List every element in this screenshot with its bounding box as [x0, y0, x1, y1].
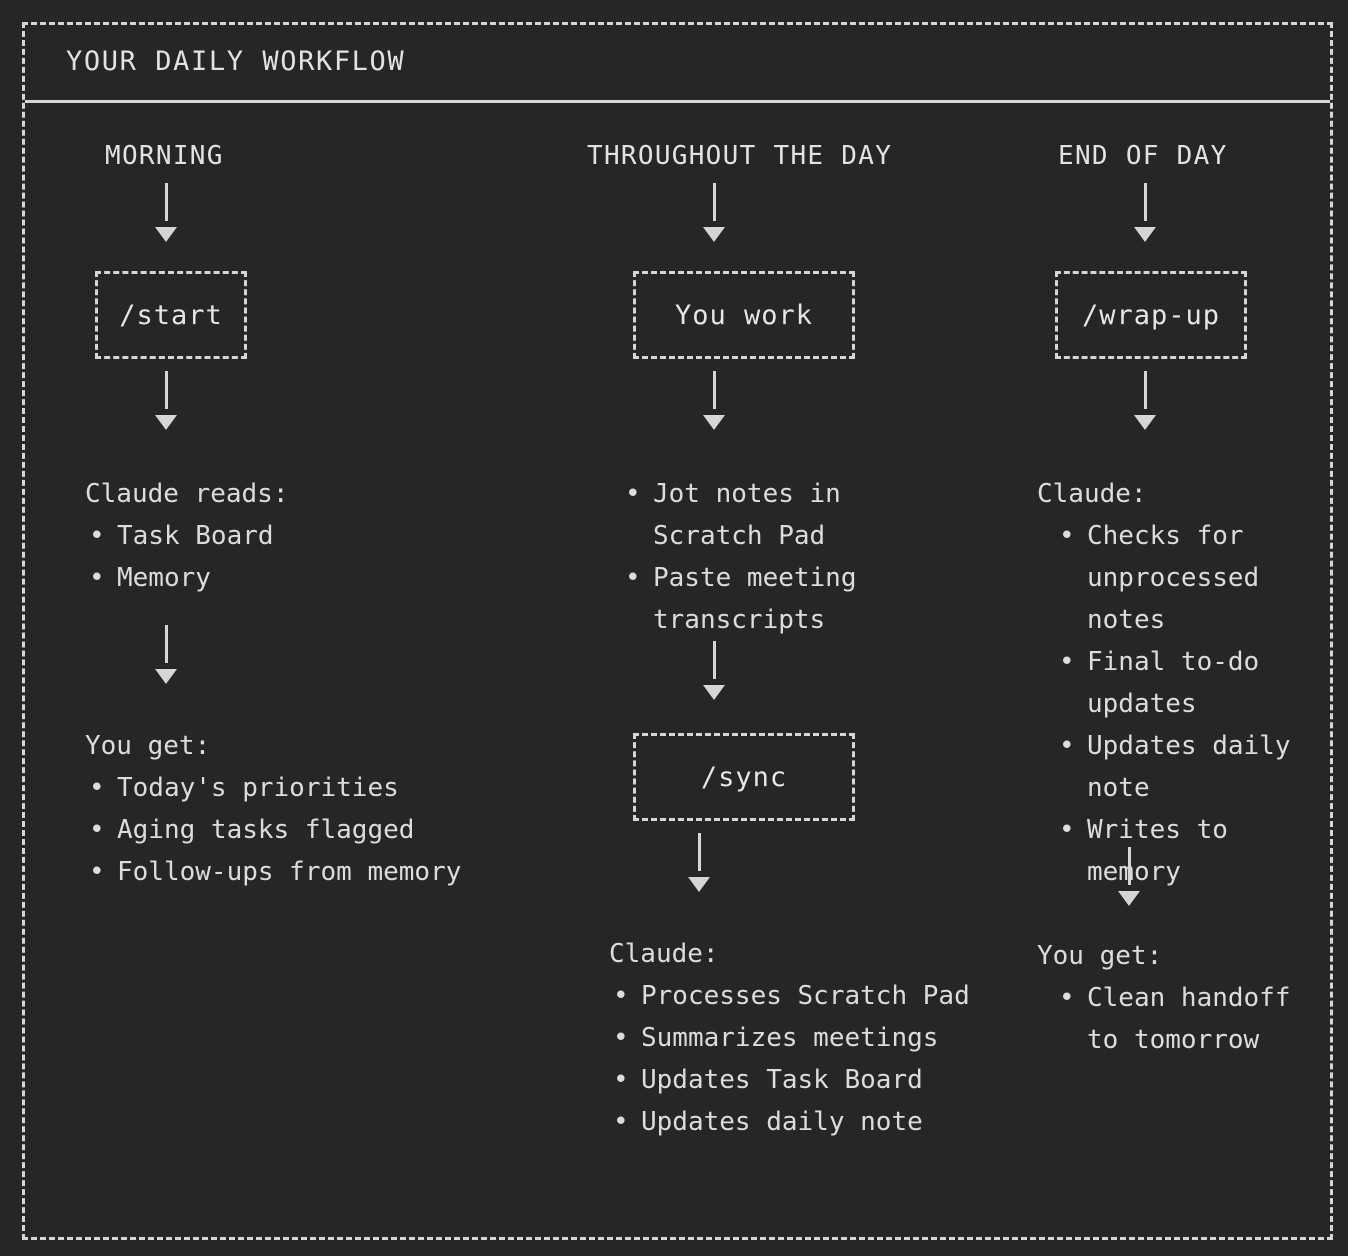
diagram-header: YOUR DAILY WORKFLOW: [25, 25, 1330, 103]
column-throughout-the-day: THROUGHOUT THE DAY You work Jot notes in…: [587, 103, 1007, 1243]
throughout-claude-block: Claude: Processes Scratch Pad Summarizes…: [609, 933, 1029, 1143]
connector-throughout-1: [700, 183, 728, 242]
vertical-connector-icon: [164, 625, 168, 663]
vertical-connector-icon: [1127, 847, 1131, 885]
connector-throughout-2: [700, 371, 728, 430]
down-triangle-arrow-icon: [155, 227, 177, 242]
vertical-connector-icon: [712, 183, 716, 221]
vertical-connector-icon: [712, 641, 716, 679]
connector-morning-3: [152, 625, 180, 684]
down-triangle-arrow-icon: [155, 669, 177, 684]
list-item: Updates daily note: [1055, 725, 1307, 809]
column-heading-end-of-day: END OF DAY: [1058, 141, 1228, 171]
connector-morning-2: [152, 371, 180, 430]
down-triangle-arrow-icon: [688, 877, 710, 892]
down-triangle-arrow-icon: [703, 227, 725, 242]
list-item: Writes to memory: [1055, 809, 1307, 893]
column-heading-throughout: THROUGHOUT THE DAY: [587, 141, 893, 171]
list-item: Jot notes in Scratch Pad: [621, 473, 871, 557]
down-triangle-arrow-icon: [155, 415, 177, 430]
morning-get-lead: You get:: [85, 731, 211, 761]
throughout-claude-lead: Claude:: [609, 939, 719, 969]
command-box-wrap-up[interactable]: /wrap-up: [1055, 271, 1247, 359]
endofday-get-lead: You get:: [1037, 941, 1163, 971]
workflow-diagram-frame: YOUR DAILY WORKFLOW MORNING /start Claud…: [22, 22, 1333, 1240]
morning-reads-lead: Claude reads:: [85, 479, 289, 509]
list-item: Task Board: [85, 515, 565, 557]
command-box-sync[interactable]: /sync: [633, 733, 855, 821]
list-item: Today's priorities: [85, 767, 575, 809]
connector-endofday-3: [1115, 847, 1143, 906]
vertical-connector-icon: [1143, 371, 1147, 409]
endofday-claude-list: Checks for unprocessed notes Final to-do…: [1055, 515, 1307, 893]
list-item: Follow-ups from memory: [85, 851, 575, 893]
vertical-connector-icon: [1143, 183, 1147, 221]
column-end-of-day: END OF DAY /wrap-up Claude: Checks for u…: [1013, 103, 1313, 1243]
morning-reads-block: Claude reads: Task Board Memory: [85, 473, 565, 599]
connector-throughout-3: [700, 641, 728, 700]
morning-get-list: Today's priorities Aging tasks flagged F…: [85, 767, 575, 893]
connector-endofday-2: [1131, 371, 1159, 430]
down-triangle-arrow-icon: [1118, 891, 1140, 906]
list-item: Paste meeting transcripts: [621, 557, 871, 641]
workflow-columns: MORNING /start Claude reads: Task Board …: [25, 103, 1330, 1243]
endofday-get-block: You get: Clean handoff to tomorrow: [1037, 935, 1317, 1061]
morning-reads-list: Task Board Memory: [85, 515, 565, 599]
command-box-start[interactable]: /start: [95, 271, 247, 359]
page-title: YOUR DAILY WORKFLOW: [66, 46, 406, 77]
vertical-connector-icon: [697, 833, 701, 871]
column-heading-morning: MORNING: [105, 141, 224, 171]
down-triangle-arrow-icon: [703, 685, 725, 700]
morning-get-block: You get: Today's priorities Aging tasks …: [85, 725, 575, 893]
throughout-work-list: Jot notes in Scratch Pad Paste meeting t…: [621, 473, 871, 641]
list-item: Summarizes meetings: [609, 1017, 1029, 1059]
endofday-get-list: Clean handoff to tomorrow: [1055, 977, 1317, 1061]
endofday-claude-lead: Claude:: [1037, 479, 1147, 509]
down-triangle-arrow-icon: [703, 415, 725, 430]
list-item: Updates Task Board: [609, 1059, 1029, 1101]
throughout-claude-list: Processes Scratch Pad Summarizes meeting…: [609, 975, 1029, 1143]
connector-endofday-1: [1131, 183, 1159, 242]
list-item: Processes Scratch Pad: [609, 975, 1029, 1017]
endofday-claude-block: Claude: Checks for unprocessed notes Fin…: [1037, 473, 1307, 893]
vertical-connector-icon: [164, 183, 168, 221]
list-item: Final to-do updates: [1055, 641, 1307, 725]
list-item: Checks for unprocessed notes: [1055, 515, 1307, 641]
throughout-work-block: Jot notes in Scratch Pad Paste meeting t…: [621, 473, 871, 641]
vertical-connector-icon: [712, 371, 716, 409]
list-item: Updates daily note: [609, 1101, 1029, 1143]
connector-morning-1: [152, 183, 180, 242]
down-triangle-arrow-icon: [1134, 227, 1156, 242]
down-triangle-arrow-icon: [1134, 415, 1156, 430]
list-item: Aging tasks flagged: [85, 809, 575, 851]
connector-throughout-4: [685, 833, 713, 892]
list-item: Clean handoff to tomorrow: [1055, 977, 1317, 1061]
command-box-you-work[interactable]: You work: [633, 271, 855, 359]
vertical-connector-icon: [164, 371, 168, 409]
list-item: Memory: [85, 557, 565, 599]
column-morning: MORNING /start Claude reads: Task Board …: [63, 103, 583, 1243]
